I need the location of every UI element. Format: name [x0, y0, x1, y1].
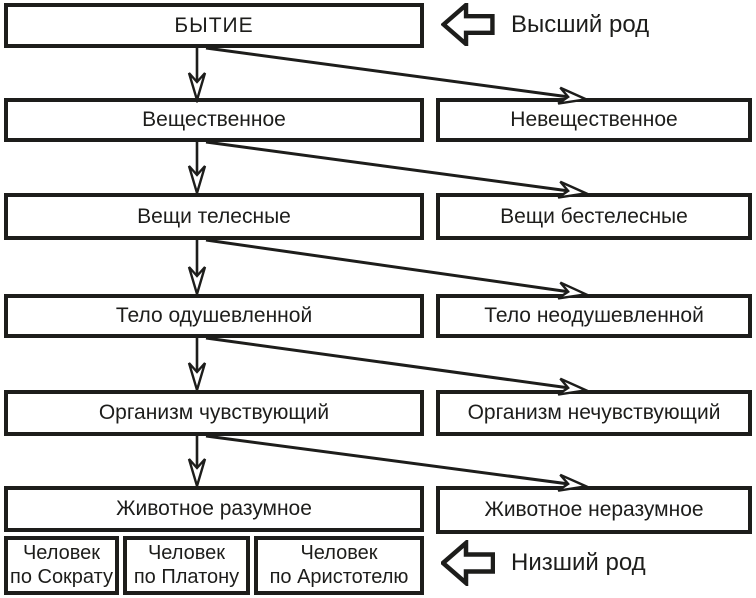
cell-man-by-plato-line2: по Платону [133, 565, 240, 588]
node-material: Вещественное [4, 98, 424, 142]
diagonal-arrow-3 [205, 238, 584, 294]
node-being: БЫТИЕ [4, 3, 424, 48]
node-material-label: Вещественное [142, 108, 286, 132]
node-inanimate-body-label: Тело неодушевленной [484, 304, 704, 328]
node-irrational-animal-label: Животное неразумное [484, 498, 704, 522]
node-corporeal-things: Вещи телесные [4, 193, 424, 240]
node-sentient-organism-label: Организм чувствующий [98, 401, 330, 425]
diagonal-arrow-5 [205, 434, 584, 486]
node-insentient-organism-label: Организм нечувствующий [467, 401, 721, 425]
node-animate-body-label: Тело одушевленной [115, 304, 313, 328]
node-inanimate-body: Тело неодушевленной [436, 294, 752, 338]
cell-man-by-aristotle: Человек по Аристотелю [254, 536, 424, 595]
node-rational-animal: Животное разумное [4, 486, 424, 532]
node-immaterial: Невещественное [436, 98, 752, 142]
node-animate-body: Тело одушевленной [4, 294, 424, 338]
cell-man-by-plato: Человек по Платону [123, 536, 250, 595]
lower-genus-arrow-icon [441, 540, 495, 586]
cell-man-by-socrates-line2: по Сократу [9, 565, 114, 588]
cell-man-by-plato-line1: Человек [147, 541, 226, 564]
cell-man-by-aristotle-line1: Человек [300, 541, 378, 564]
node-irrational-animal: Животное неразумное [436, 486, 752, 534]
node-rational-animal-label: Животное разумное [116, 497, 312, 521]
cell-man-by-aristotle-line2: по Аристотелю [269, 565, 409, 588]
node-incorporeal-things: Вещи бестелесные [436, 193, 752, 240]
cell-man-by-socrates: Человек по Сократу [4, 536, 119, 595]
node-sentient-organism: Организм чувствующий [4, 390, 424, 436]
node-immaterial-label: Невещественное [510, 108, 678, 132]
cell-man-by-socrates-line1: Человек [22, 541, 101, 564]
diagonal-arrow-4 [205, 336, 584, 390]
diagonal-arrow-1 [205, 46, 584, 99]
node-being-label: БЫТИЕ [174, 13, 254, 37]
lower-genus-label: Низший род [511, 549, 646, 576]
node-insentient-organism: Организм нечувствующий [436, 390, 752, 436]
higher-genus-arrow-icon [441, 3, 495, 46]
node-corporeal-things-label: Вещи телесные [137, 204, 291, 228]
node-incorporeal-things-label: Вещи бестелесные [500, 204, 688, 228]
diagonal-arrow-2 [205, 140, 584, 193]
higher-genus-label: Высший род [511, 11, 650, 38]
